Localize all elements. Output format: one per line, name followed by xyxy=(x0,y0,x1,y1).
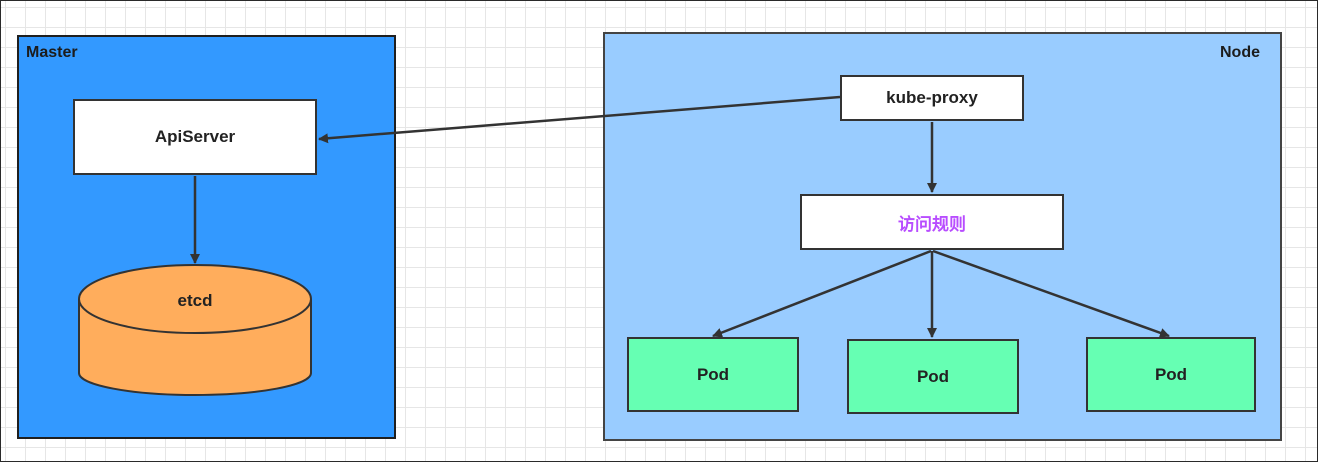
pod-label-2: Pod xyxy=(916,366,950,386)
master-container: Master xyxy=(17,35,396,439)
kube-proxy-label: kube-proxy xyxy=(886,88,978,107)
pod-box-1: Pod xyxy=(627,337,799,412)
pod-box-3: Pod xyxy=(1086,337,1256,412)
node-label: Node xyxy=(1220,44,1260,61)
pod-box-2: Pod xyxy=(847,339,1019,414)
master-label: Master xyxy=(26,44,78,61)
etcd-label: etcd xyxy=(177,291,213,310)
pod-label-3: Pod xyxy=(1154,364,1188,384)
access-rules-label: 访问规则 xyxy=(898,214,966,234)
apiserver-label: ApiServer xyxy=(154,127,236,146)
pod-label-1: Pod xyxy=(696,364,730,384)
access-rules-box: 访问规则 xyxy=(800,194,1064,250)
apiserver-box: ApiServer xyxy=(73,99,317,175)
kube-proxy-box: kube-proxy xyxy=(840,75,1024,121)
